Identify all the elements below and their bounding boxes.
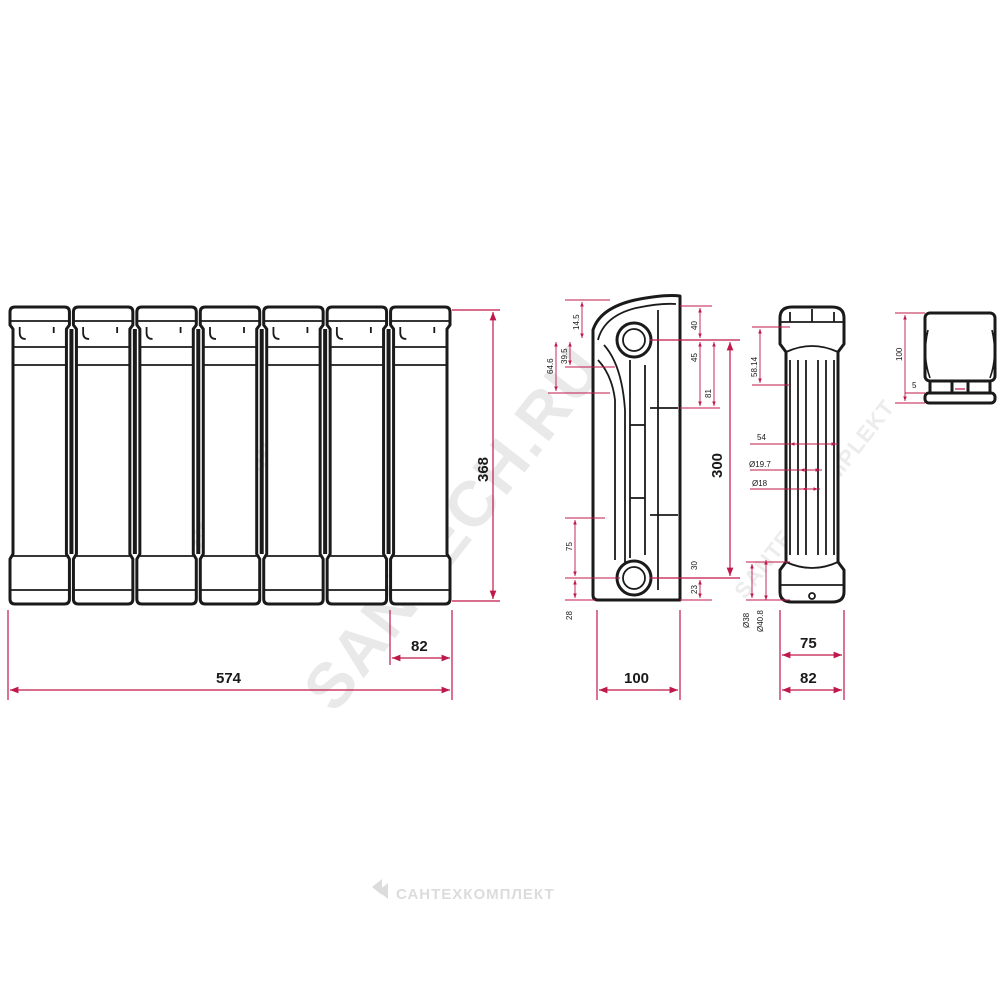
- section-outline: [389, 305, 452, 606]
- section-hook-left: [399, 327, 407, 340]
- dim-top-40-label: 40: [690, 321, 699, 330]
- dim-left-75-label: 75: [565, 542, 574, 551]
- radiator-section: [198, 305, 262, 606]
- section-hook-left: [209, 327, 217, 340]
- radiator-section: [262, 305, 325, 606]
- dim-total-width-label: 574: [216, 670, 242, 687]
- section-outline: [262, 305, 325, 606]
- section-outline: [71, 305, 135, 606]
- dim-section-width-label: 82: [411, 638, 428, 655]
- dim-left-39-5-label: 39.5: [560, 348, 569, 364]
- section-outline: [198, 305, 262, 606]
- side-view-dimensions: 100 300 40 45 81 30 23 14.5 39.5 64.6 75: [546, 299, 740, 700]
- top-view: [923, 311, 997, 405]
- dim-left-28-label: 28: [565, 611, 574, 620]
- side-view: [591, 294, 682, 602]
- section-outline: [325, 305, 389, 606]
- dim-body-width-label: 75: [800, 635, 817, 652]
- footer-brand-text: САНТЕХКОМПЛЕКТ: [396, 886, 555, 903]
- radiator-section: [8, 305, 71, 606]
- radiator-section: [325, 305, 389, 606]
- dim-depth-label: 100: [624, 670, 649, 687]
- dim-axis-distance-label: 300: [709, 453, 726, 478]
- dim-height-100-label: 100: [895, 347, 904, 361]
- dim-d38-label: Ø38: [742, 612, 751, 628]
- radiator-section: [389, 305, 452, 606]
- dim-bottom-23-label: 23: [690, 585, 699, 594]
- section-outline: [135, 305, 198, 606]
- section-hook-left: [82, 327, 90, 340]
- dim-54-label: 54: [757, 433, 766, 442]
- dim-58-14-label: 58.14: [750, 356, 759, 377]
- dim-total-height-label: 368: [475, 457, 492, 482]
- brand-logo-icon: [372, 879, 388, 899]
- dim-d40-8-label: Ø40.8: [756, 610, 765, 632]
- footer-brand: САНТЕХКОМПЛЕКТ: [372, 879, 555, 903]
- dim-top-45-label: 45: [690, 353, 699, 362]
- dim-left-64-6-label: 64.6: [546, 358, 555, 374]
- end-view: [778, 305, 846, 604]
- section-outline: [8, 305, 71, 606]
- dim-d18-label: Ø18: [752, 479, 768, 488]
- section-hook-left: [335, 327, 343, 340]
- dim-d19-7-label: Ø19.7: [749, 460, 771, 469]
- front-view: [8, 305, 452, 606]
- dim-top-81-label: 81: [704, 389, 713, 398]
- section-hook-left: [145, 327, 153, 340]
- top-view-dimensions: 100 5: [895, 312, 925, 404]
- front-view-dimensions: 368 82 574: [7, 309, 500, 700]
- end-view-dimensions: 75 82 58.14 54 Ø19.7 Ø18 Ø38 Ø40.8: [742, 326, 845, 700]
- dim-bottom-30-label: 30: [690, 561, 699, 570]
- section-hook-left: [272, 327, 280, 340]
- radiator-section: [71, 305, 135, 606]
- dim-overall-width-label: 82: [800, 670, 817, 687]
- dim-left-14-5-label: 14.5: [572, 314, 581, 330]
- section-hook-left: [18, 327, 26, 340]
- dim-5-label: 5: [912, 381, 917, 390]
- radiator-section: [135, 305, 198, 606]
